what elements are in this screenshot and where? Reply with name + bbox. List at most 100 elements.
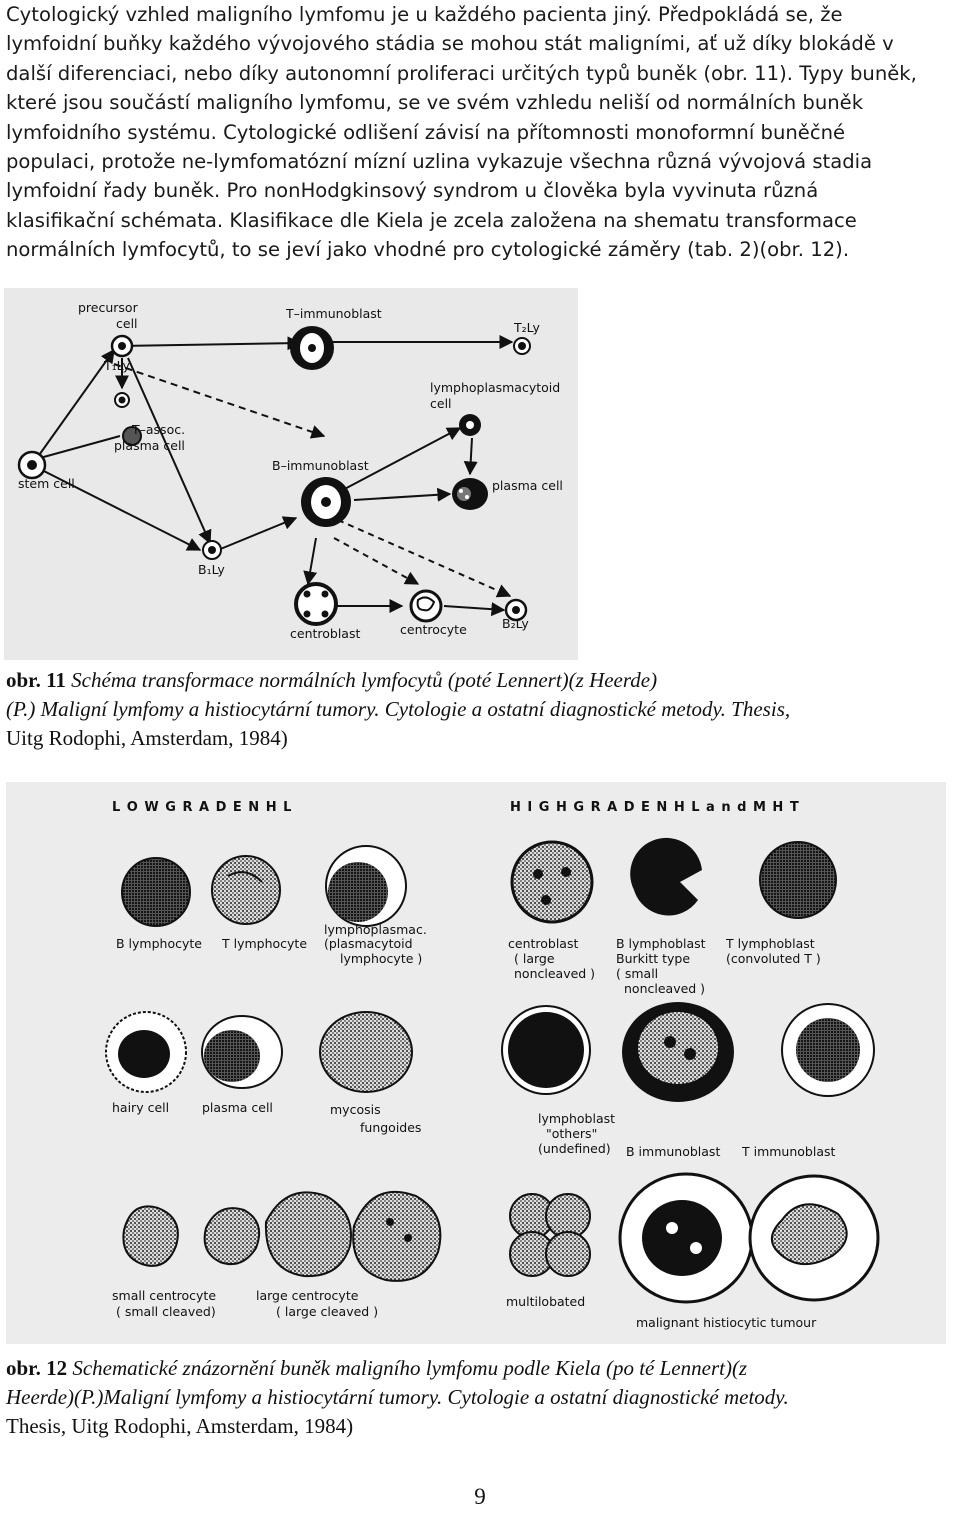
label-t-lymphoblast: T lymphoblast: [725, 936, 815, 951]
label-lymphoblast-others-3: (undefined): [538, 1141, 611, 1156]
label-b1ly: B₁Ly: [198, 562, 225, 577]
figure-12-headers: L O W G R A D E N H L H I G H G R A D E …: [112, 800, 800, 815]
paragraph-line: Cytologický vzhled maligního lymfomu je …: [6, 3, 843, 26]
paragraph-line: normálních lymfocytů, to se jeví jako vh…: [6, 238, 850, 262]
label-centroblast-3: noncleaved ): [514, 966, 595, 981]
cell-precursor: [110, 334, 134, 358]
caption-label: obr. 11: [6, 668, 66, 692]
cell-t2ly: [513, 337, 531, 355]
cell-b2ly: [504, 598, 528, 622]
header-high-grade: H I G H G R A D E N H L a n d M H T: [510, 800, 800, 815]
cell-malignant-histiocytic: [618, 1172, 754, 1304]
paragraph-line: populaci, protože ne-lymfomatózní mízní …: [6, 150, 873, 174]
label-b-lymphocyte: B lymphocyte: [116, 936, 202, 951]
cell-b-lymphoblast-burkitt: [630, 837, 702, 916]
label-centroblast-2: ( large: [514, 951, 555, 966]
cell-mycosis-fungoides: [319, 1011, 413, 1093]
cell-b-lymphocyte: [121, 857, 191, 927]
paragraph-line: lymfoidní buňky každého vývojového stádi…: [6, 32, 894, 56]
cell-malignant-histiocytic-2: [748, 1174, 880, 1302]
cell-centrocyte: [409, 589, 443, 623]
label-b-lymphoblast-3: ( small: [616, 966, 658, 981]
label-hairy-cell: hairy cell: [112, 1100, 169, 1115]
cell-t-lymphocyte: [211, 855, 281, 925]
label-centrocyte: centrocyte: [400, 622, 467, 637]
page-number: 9: [474, 1484, 486, 1509]
cell-stem: [17, 450, 47, 480]
label-t-lymphocyte: T lymphocyte: [221, 936, 307, 951]
cell-multilobated: [509, 1193, 591, 1277]
label-multilobated: multilobated: [506, 1294, 585, 1309]
caption-text: (P.) Maligní lymfomy a histiocytární tum…: [6, 697, 791, 721]
label-lymphoplasmacytoid: lymphoplasmacytoid: [430, 380, 560, 395]
cell-b-immunoblast: [301, 477, 351, 527]
header-low-grade: L O W G R A D E N H L: [112, 800, 292, 815]
label-stem-cell: stem cell: [18, 476, 75, 491]
caption-text: Schematické znázornění buněk maligního l…: [67, 1356, 748, 1380]
cell-t-assoc-plasma: [122, 426, 142, 446]
label-b-lymphoblast-4: noncleaved ): [624, 981, 705, 996]
caption-text: Uitg Rodophi, Amsterdam, 1984): [6, 726, 288, 750]
figure-11-caption: obr. 11 Schéma transformace normálních l…: [6, 666, 956, 753]
cell-lymphoblast-others: [501, 1005, 591, 1095]
cell-plasma: [201, 1015, 283, 1089]
label-b-immunoblast: B–immunoblast: [272, 458, 369, 473]
row2-labels: hairy cell plasma cell mycosis fungoides…: [112, 1100, 836, 1159]
cell-small-centrocyte-2: [203, 1207, 260, 1266]
label-t-immunoblast: T immunoblast: [741, 1144, 836, 1159]
cell-lymphoplasmacytoid: [459, 414, 481, 436]
label-lymphoplasmac-3: lymphocyte ): [340, 951, 422, 966]
paragraph-line: lymfoidní řady buněk. Pro nonHodgkinsový…: [6, 179, 819, 203]
label-plasma-cell: plasma cell: [202, 1100, 273, 1115]
label-b-lymphoblast: B lymphoblast: [616, 936, 706, 951]
caption-text: Heerde)(P.)Maligní lymfomy a histiocytár…: [6, 1385, 789, 1409]
label-b-lymphoblast-2: Burkitt type: [616, 951, 690, 966]
label-lymphoblast-others-2: "others": [546, 1126, 597, 1141]
figure-11-labels: precursor cell T–immunoblast T₂Ly T₁Ly l…: [18, 300, 563, 641]
label-t1ly: T₁Ly: [103, 358, 130, 373]
cell-t-immunoblast: [781, 1003, 875, 1097]
label-small-centrocyte-2: ( small cleaved): [116, 1304, 216, 1319]
transformation-arrows: [31, 335, 514, 617]
cell-large-centrocyte: [264, 1191, 352, 1278]
label-centroblast: centroblast: [290, 626, 360, 641]
label-t-lymphoblast-2: (convoluted T ): [726, 951, 821, 966]
label-large-centrocyte: large centrocyte: [256, 1288, 359, 1303]
body-paragraph: Cytologický vzhled maligního lymfomu je …: [6, 0, 958, 265]
label-centroblast: centroblast: [508, 936, 578, 951]
cell-t-lymphoblast: [759, 841, 837, 919]
label-t-immunoblast: T–immunoblast: [285, 306, 382, 321]
caption-text: Schéma transformace normálních lymfocytů…: [65, 668, 658, 692]
label-plasma-cell: plasma cell: [492, 478, 563, 493]
paragraph-line: další diferenciaci, nebo díky autonomní …: [6, 61, 917, 85]
caption-text: Thesis, Uitg Rodophi, Amsterdam, 1984): [6, 1414, 354, 1438]
label-mycosis: mycosis: [330, 1102, 381, 1117]
cell-centroblast: [510, 840, 594, 924]
label-t-assoc: T–assoc.: [131, 422, 185, 437]
label-fungoides: fungoides: [360, 1120, 421, 1135]
caption-label: obr. 12: [6, 1356, 68, 1380]
label-malignant-histiocytic: malignant histiocytic tumour: [636, 1315, 817, 1330]
row3-labels: small centrocyte ( small cleaved) large …: [112, 1288, 817, 1330]
cell-plasma: [452, 478, 488, 510]
label-lymphoplasmacytoid-cell: cell: [430, 396, 452, 411]
figure-12-caption: obr. 12 Schematické znázornění buněk mal…: [6, 1354, 956, 1441]
cell-hairy: [105, 1011, 187, 1093]
row1-labels: B lymphocyte T lymphocyte lymphoplasmac.…: [116, 922, 821, 996]
paragraph-line: klasifikační schémata. Klasifikace dle K…: [6, 208, 857, 232]
figure-12-kiel-classification: L O W G R A D E N H L H I G H G R A D E …: [6, 782, 946, 1344]
label-b-immunoblast: B immunoblast: [626, 1144, 720, 1159]
cell-centroblast: [294, 582, 338, 626]
figure-12-diagram: L O W G R A D E N H L H I G H G R A D E …: [105, 800, 880, 1330]
paragraph-line: lymfoidního systému. Cytologické odlišen…: [6, 120, 846, 144]
cell-t1ly: [114, 392, 130, 408]
label-lymphoblast-others: lymphoblast: [538, 1111, 615, 1126]
figure-11-transformation-scheme: precursor cell T–immunoblast T₂Ly T₁Ly l…: [4, 288, 578, 660]
label-lymphoplasmac: lymphoplasmac.: [324, 922, 427, 937]
cell-large-centrocyte-2: [352, 1190, 442, 1282]
cell-t-immunoblast: [290, 326, 334, 370]
label-b2ly: B₂Ly: [502, 616, 529, 631]
paragraph-line: které jsou součástí maligního lymfomu, s…: [6, 91, 864, 115]
label-large-centrocyte-2: ( large cleaved ): [276, 1304, 378, 1319]
label-t2ly: T₂Ly: [513, 320, 540, 335]
